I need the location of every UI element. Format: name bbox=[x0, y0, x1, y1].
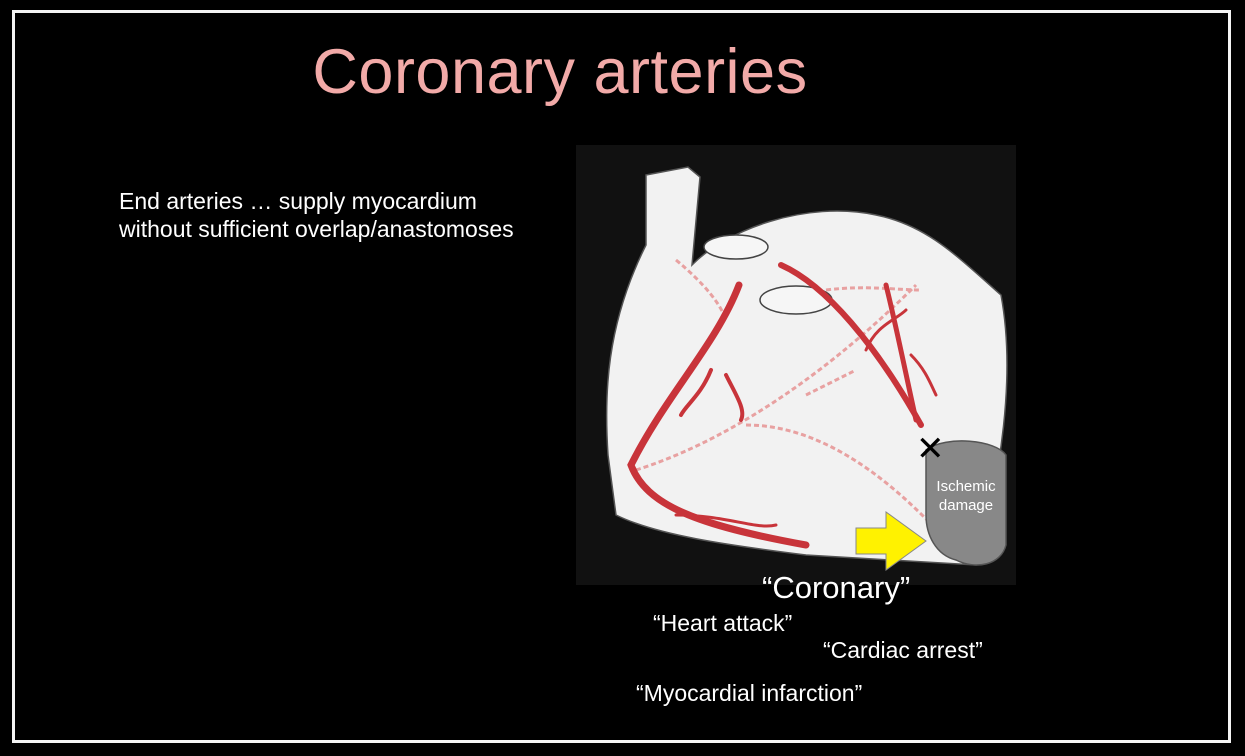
bullet-text: End arteries … supply myocardium without… bbox=[119, 187, 514, 243]
heart-illustration: ✕ bbox=[576, 145, 1016, 585]
label-coronary: “Coronary” bbox=[762, 570, 910, 606]
heart-diagram: ✕ bbox=[576, 145, 1016, 585]
label-cardiac-arrest: “Cardiac arrest” bbox=[823, 637, 983, 664]
ischemic-label-line-2: damage bbox=[921, 496, 1011, 515]
label-heart-attack: “Heart attack” bbox=[653, 610, 792, 637]
ischemic-label-line-1: Ischemic bbox=[921, 477, 1011, 496]
bullet-line-2: without sufficient overlap/anastomoses bbox=[119, 215, 514, 243]
ischemic-damage-label: Ischemic damage bbox=[921, 477, 1011, 515]
blockage-x-icon: ✕ bbox=[916, 429, 945, 469]
bullet-line-1: End arteries … supply myocardium bbox=[119, 187, 514, 215]
aorta-opening bbox=[704, 235, 768, 259]
label-myocardial-infarction: “Myocardial infarction” bbox=[636, 680, 862, 707]
slide-title: Coronary arteries bbox=[0, 36, 1120, 108]
